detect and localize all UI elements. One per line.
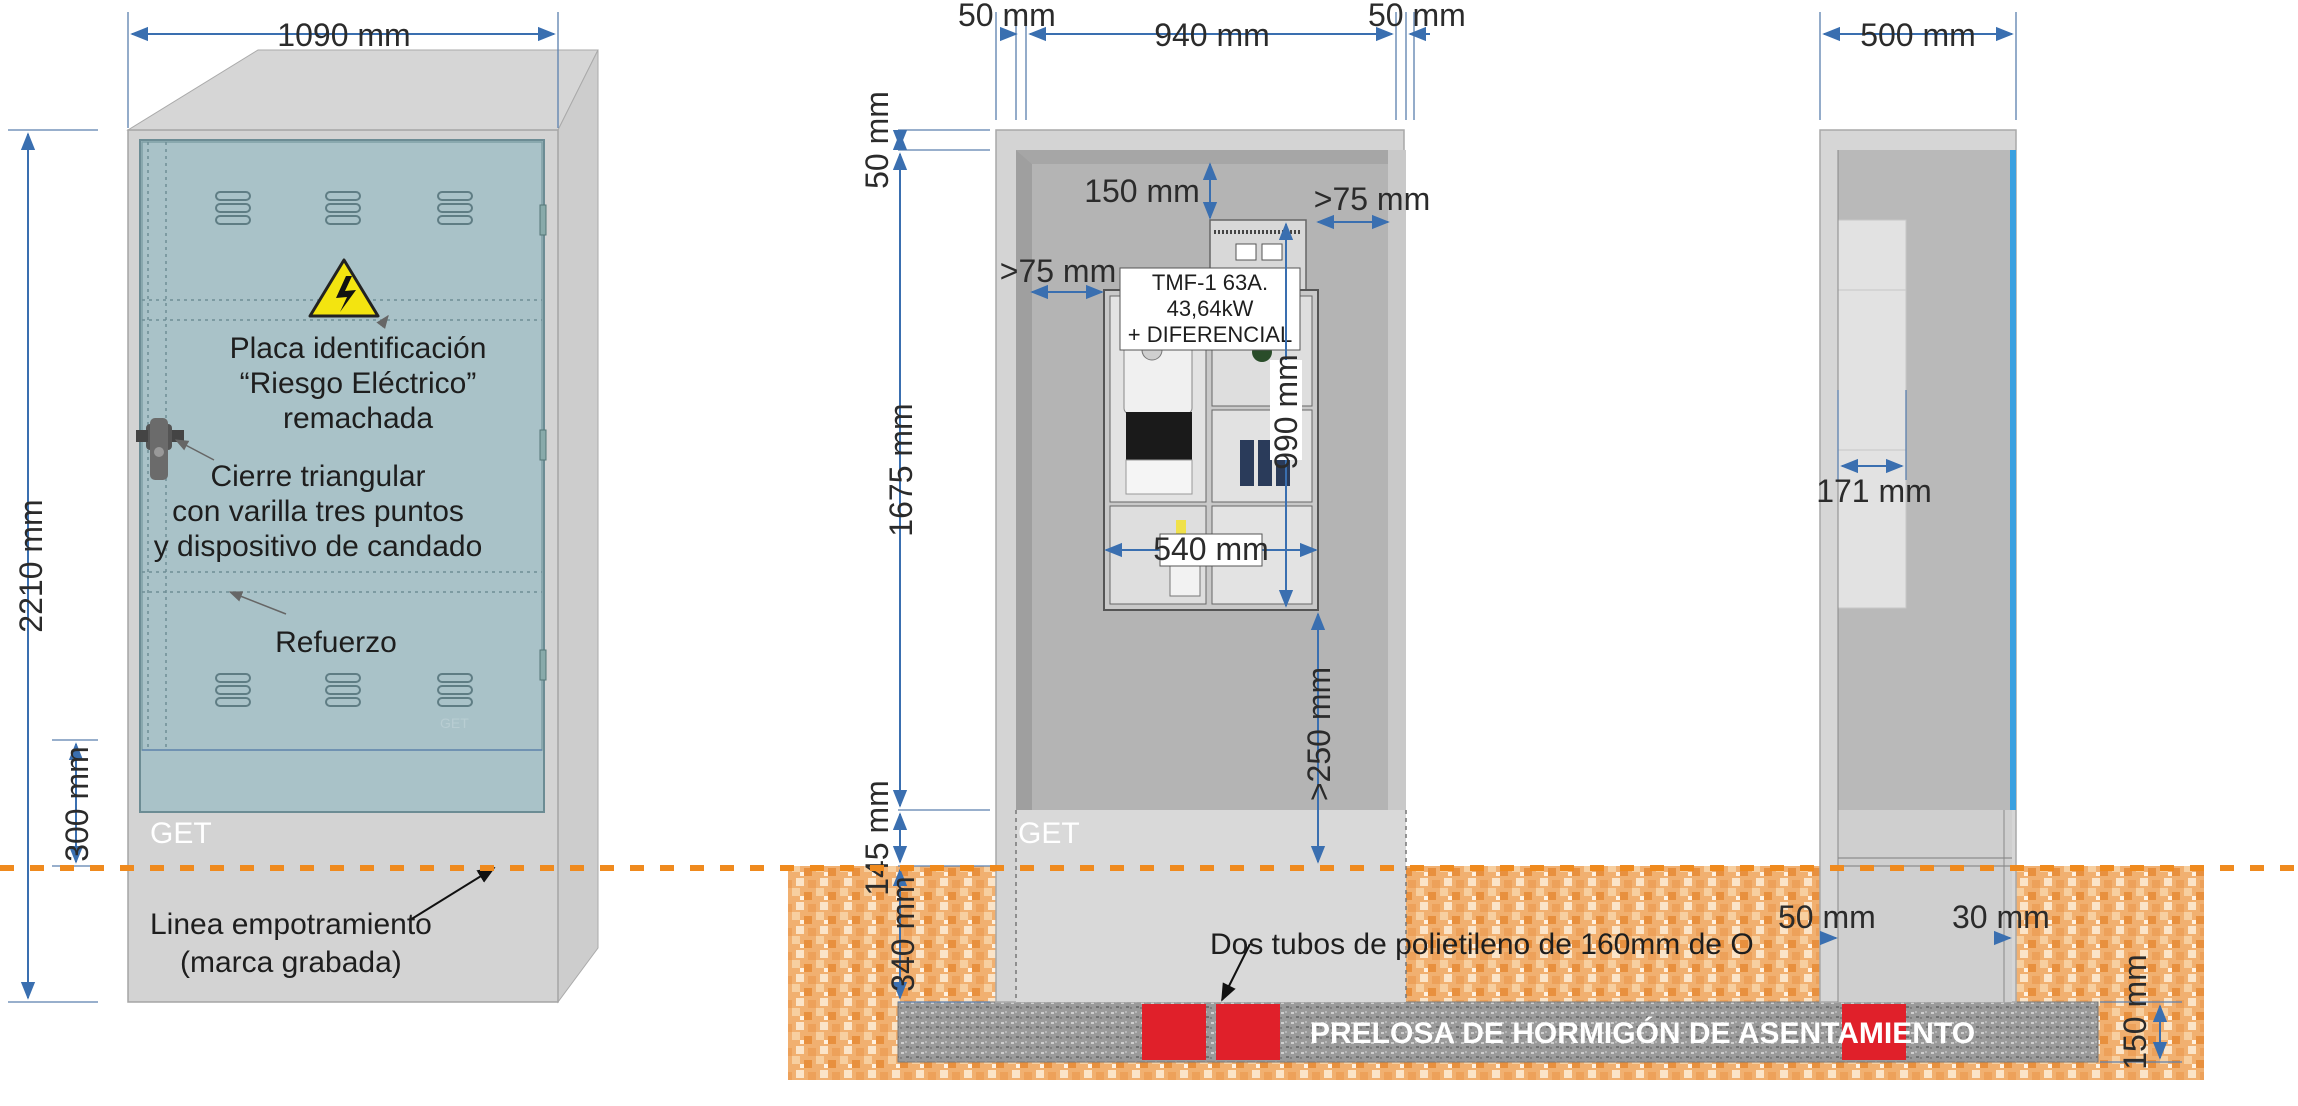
dim-inner-width: 940 mm: [1154, 17, 1270, 53]
meter-label-3: + DIFERENCIAL: [1128, 322, 1292, 347]
side-door-edge: [2010, 150, 2016, 810]
meter-label-1: TMF-1 63A.: [1152, 270, 1268, 295]
lock-label-3: y dispositivo de candado: [154, 530, 483, 563]
vent-slot-icon: [215, 191, 473, 707]
embed-line-label-2: (marca grabada): [180, 946, 402, 979]
electrical-hazard-icon: [308, 258, 380, 318]
dim-bottom-box: 145 mm: [859, 780, 895, 896]
dim-depth: 500 mm: [1860, 17, 1976, 53]
lock-label-2: con varilla tres puntos: [172, 495, 464, 528]
dim-base-height: 300 mm: [59, 746, 95, 862]
dim-panel-height: 990 mm: [1268, 354, 1304, 470]
dim-panel-width: 540 mm: [1153, 531, 1269, 567]
dim-top-margin: 50 mm: [859, 91, 895, 189]
dim-side-left: 50 mm: [958, 0, 1056, 33]
hazard-sign-label-3: remachada: [283, 402, 433, 435]
dim-front-width: 1090 mm: [277, 17, 410, 53]
dim-buried: 340 mm: [885, 876, 921, 992]
tube-right: [1842, 1004, 1906, 1060]
dim-left-clearance: >75 mm: [1000, 253, 1116, 289]
dim-panel-depth: 171 mm: [1816, 473, 1932, 509]
dim-side-wall-right: 30 mm: [1952, 899, 2050, 935]
door-panel: [139, 139, 545, 813]
cabinet-side-face: [557, 49, 599, 1004]
dim-total-height: 2210 mm: [13, 499, 49, 632]
side-panel-profile: [1837, 219, 1907, 609]
embed-line-label-1: Linea empotramiento: [150, 908, 432, 941]
open-cabinet-plinth: [1016, 810, 1406, 1002]
cabinet-top-face: [126, 49, 599, 131]
dim-right-clearance: >75 mm: [1314, 181, 1430, 217]
slab-label: PRELOSA DE HORMIGÓN DE ASENTAMIENTO: [1310, 1016, 1975, 1050]
tube-left-a: [1142, 1004, 1206, 1060]
brand-mark-open: GET: [1018, 817, 1080, 850]
dim-slab-thickness: 150 mm: [2117, 954, 2153, 1070]
meter-label-2: 43,64kW: [1167, 296, 1254, 321]
side-view: 500 mm 171 mm 50 mm 30 mm 150 mm: [1778, 12, 2182, 1070]
dim-bottom-clearance: >250 mm: [1301, 667, 1337, 801]
tubes-label: Dos tubos de polietileno de 160mm de O: [1210, 928, 1754, 961]
hazard-sign-label-2: “Riesgo Eléctrico”: [240, 367, 477, 400]
front-view: GET GET Placa identificación “Riesgo Elé…: [8, 12, 599, 1004]
dim-inner-height: 1675 mm: [883, 403, 919, 536]
dim-side-right: 50 mm: [1368, 0, 1466, 33]
door-brand-small: GET: [440, 715, 469, 731]
lock-label-1: Cierre triangular: [210, 460, 425, 493]
tube-left-b: [1216, 1004, 1280, 1060]
triangular-lock-icon: [136, 418, 184, 480]
open-front-view: GET TMF-1 63A. 43,64kW: [859, 0, 1754, 1003]
brand-mark-front: GET: [150, 817, 212, 850]
dim-side-wall: 50 mm: [1778, 899, 1876, 935]
meter-label-box: [1119, 267, 1301, 351]
reinforcement-label: Refuerzo: [275, 626, 397, 659]
hazard-sign-label-1: Placa identificación: [230, 332, 487, 365]
dim-top-clearance: 150 mm: [1084, 173, 1200, 209]
